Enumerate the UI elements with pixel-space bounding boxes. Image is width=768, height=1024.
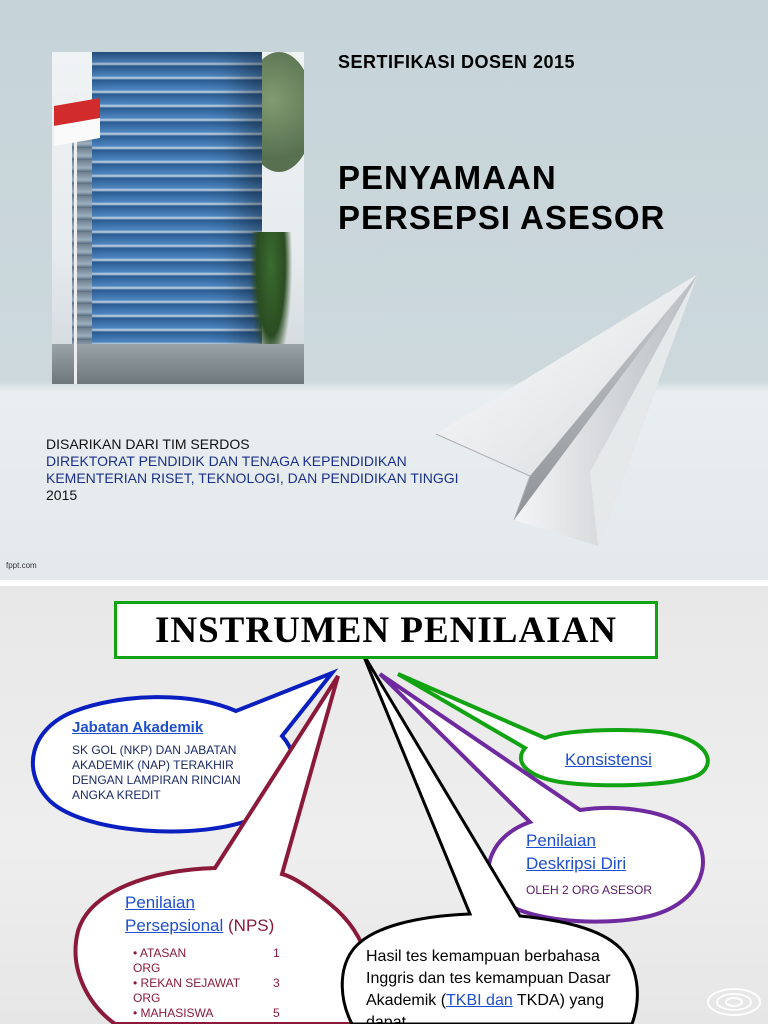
swirl-logo-icon bbox=[707, 988, 761, 1016]
tes-text-before: Hasil tes kemampuan berbahasa Inggris da… bbox=[366, 948, 611, 1009]
callout-bubbles bbox=[30, 651, 710, 1024]
list-item: • MAHASISWA 5 bbox=[133, 1006, 293, 1021]
list-item-unit: ORG bbox=[133, 991, 161, 1005]
persepsional-link-line-1[interactable]: Penilaian bbox=[125, 893, 195, 912]
jabatan-akademik-link[interactable]: Jabatan Akademik bbox=[72, 719, 204, 736]
watermark: fppt.com bbox=[6, 561, 37, 570]
persepsional-list: • ATASAN 1 ORG • REKAN SEJAWAT 3 ORG • M… bbox=[133, 946, 293, 1021]
item-count: 1 bbox=[273, 946, 280, 960]
list-item: • ATASAN 1 bbox=[133, 946, 293, 961]
slide-2: INSTRUMEN PENILAIAN Jabatan Akademik SK … bbox=[0, 586, 768, 1024]
item-label: • REKAN SEJAWAT bbox=[133, 976, 241, 990]
callout-konsistensi bbox=[396, 672, 710, 788]
credit-line-1: DISARIKAN DARI TIM SERDOS bbox=[46, 436, 250, 452]
list-item-unit: ORG bbox=[133, 961, 161, 975]
slide-title: PENYAMAAN PERSEPSI ASESOR bbox=[338, 158, 665, 238]
tes-text: Hasil tes kemampuan berbahasa Inggris da… bbox=[366, 946, 622, 1024]
item-count: 3 bbox=[273, 976, 280, 990]
title-line-2: PERSEPSI ASESOR bbox=[338, 199, 666, 236]
deskripsi-diri-link-line-1[interactable]: Penilaian bbox=[526, 831, 596, 850]
persepsional-title: Penilaian Persepsional (NPS) bbox=[125, 891, 274, 937]
callout-tes bbox=[340, 651, 639, 1024]
nps-label: (NPS) bbox=[223, 916, 275, 935]
konsistensi-link[interactable]: Konsistensi bbox=[565, 750, 652, 769]
subtitle: SERTIFIKASI DOSEN 2015 bbox=[338, 52, 576, 72]
item-count: 5 bbox=[273, 1006, 280, 1020]
list-item: • REKAN SEJAWAT 3 bbox=[133, 976, 293, 991]
title-box: INSTRUMEN PENILAIAN bbox=[114, 601, 658, 659]
paper-plane-icon bbox=[435, 274, 698, 546]
tkbi-link[interactable]: TKBI dan bbox=[446, 992, 513, 1009]
deskripsi-diri-title: Penilaian Deskripsi Diri bbox=[526, 829, 626, 875]
persepsional-link-line-2[interactable]: Persepsional bbox=[125, 916, 224, 935]
building-photo bbox=[52, 52, 304, 384]
item-label: • MAHASISWA bbox=[133, 1006, 214, 1020]
slide-1: SERTIFIKASI DOSEN 2015 PENYAMAAN PERSEPS… bbox=[0, 0, 768, 580]
credits: DISARIKAN DARI TIM SERDOS DIREKTORAT PEN… bbox=[46, 436, 459, 504]
callout-persepsional bbox=[73, 674, 374, 1024]
credit-line-3: KEMENTERIAN RISET, TEKNOLOGI, DAN PENDID… bbox=[46, 470, 459, 486]
credit-line-4: 2015 bbox=[46, 487, 78, 503]
tes-text-after: TKDA) yang dapat bbox=[366, 992, 605, 1024]
deskripsi-diri-link-line-2[interactable]: Deskripsi Diri bbox=[526, 854, 627, 873]
slide-title: INSTRUMEN PENILAIAN bbox=[154, 610, 618, 651]
credit-line-2: DIREKTORAT PENDIDIK DAN TENAGA KEPENDIDI… bbox=[46, 453, 407, 469]
jabatan-akademik-text: SK GOL (NKP) DAN JABATAN AKADEMIK (NAP) … bbox=[72, 743, 241, 802]
title-line-1: PENYAMAAN bbox=[338, 159, 557, 196]
deskripsi-diri-text: OLEH 2 ORG ASESOR bbox=[526, 883, 653, 897]
item-label: • ATASAN bbox=[133, 946, 187, 960]
